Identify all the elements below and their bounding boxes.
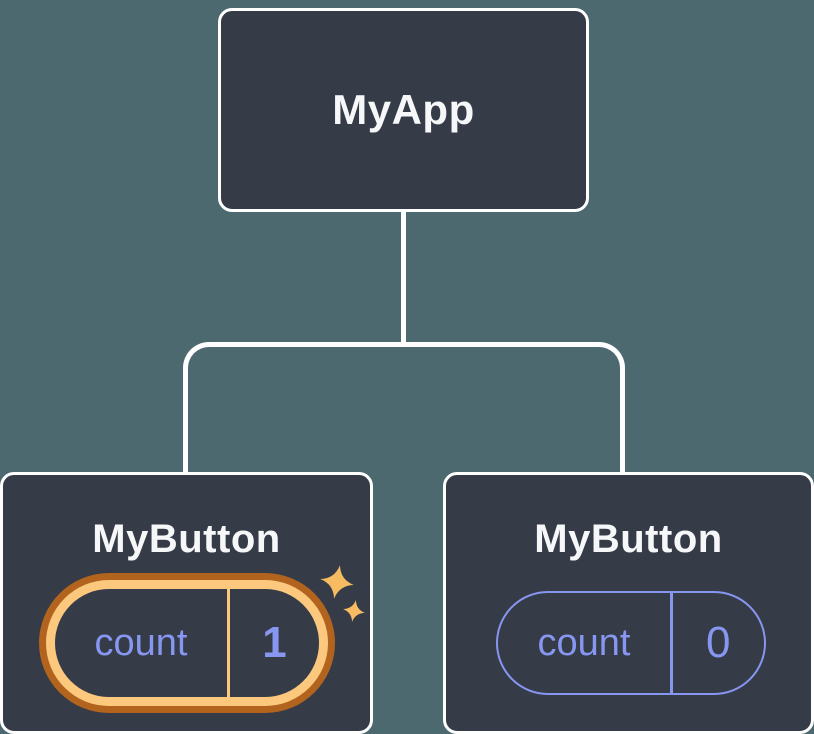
state-highlight-ring-inner: count 1 — [46, 580, 328, 706]
state-key-label: count — [537, 621, 631, 664]
pill-divider — [227, 589, 230, 697]
root-node-myapp: MyApp — [218, 8, 589, 212]
state-pill: count 0 — [496, 591, 766, 695]
child-node-mybutton-right: MyButton count 0 — [443, 472, 814, 734]
state-value-label: 1 — [262, 618, 287, 667]
state-value-cell: 1 — [230, 589, 319, 697]
sparkles-icon — [320, 565, 365, 622]
tree-connector-stem — [401, 210, 406, 346]
child-node-mybutton-left: MyButton count 1 — [0, 472, 373, 734]
pill-divider — [670, 593, 673, 693]
state-key-label: count — [94, 621, 188, 664]
state-key-cell: count — [55, 589, 227, 697]
state-pill: count 1 — [55, 589, 319, 697]
child-node-label: MyButton — [534, 517, 723, 561]
tree-connector-bracket — [183, 342, 625, 474]
state-highlight-ring: count 1 — [39, 573, 335, 713]
child-node-label: MyButton — [92, 517, 281, 561]
state-value-cell: 0 — [673, 593, 765, 693]
root-node-label: MyApp — [332, 86, 475, 133]
state-value-label: 0 — [706, 618, 731, 667]
state-key-cell: count — [498, 593, 670, 693]
